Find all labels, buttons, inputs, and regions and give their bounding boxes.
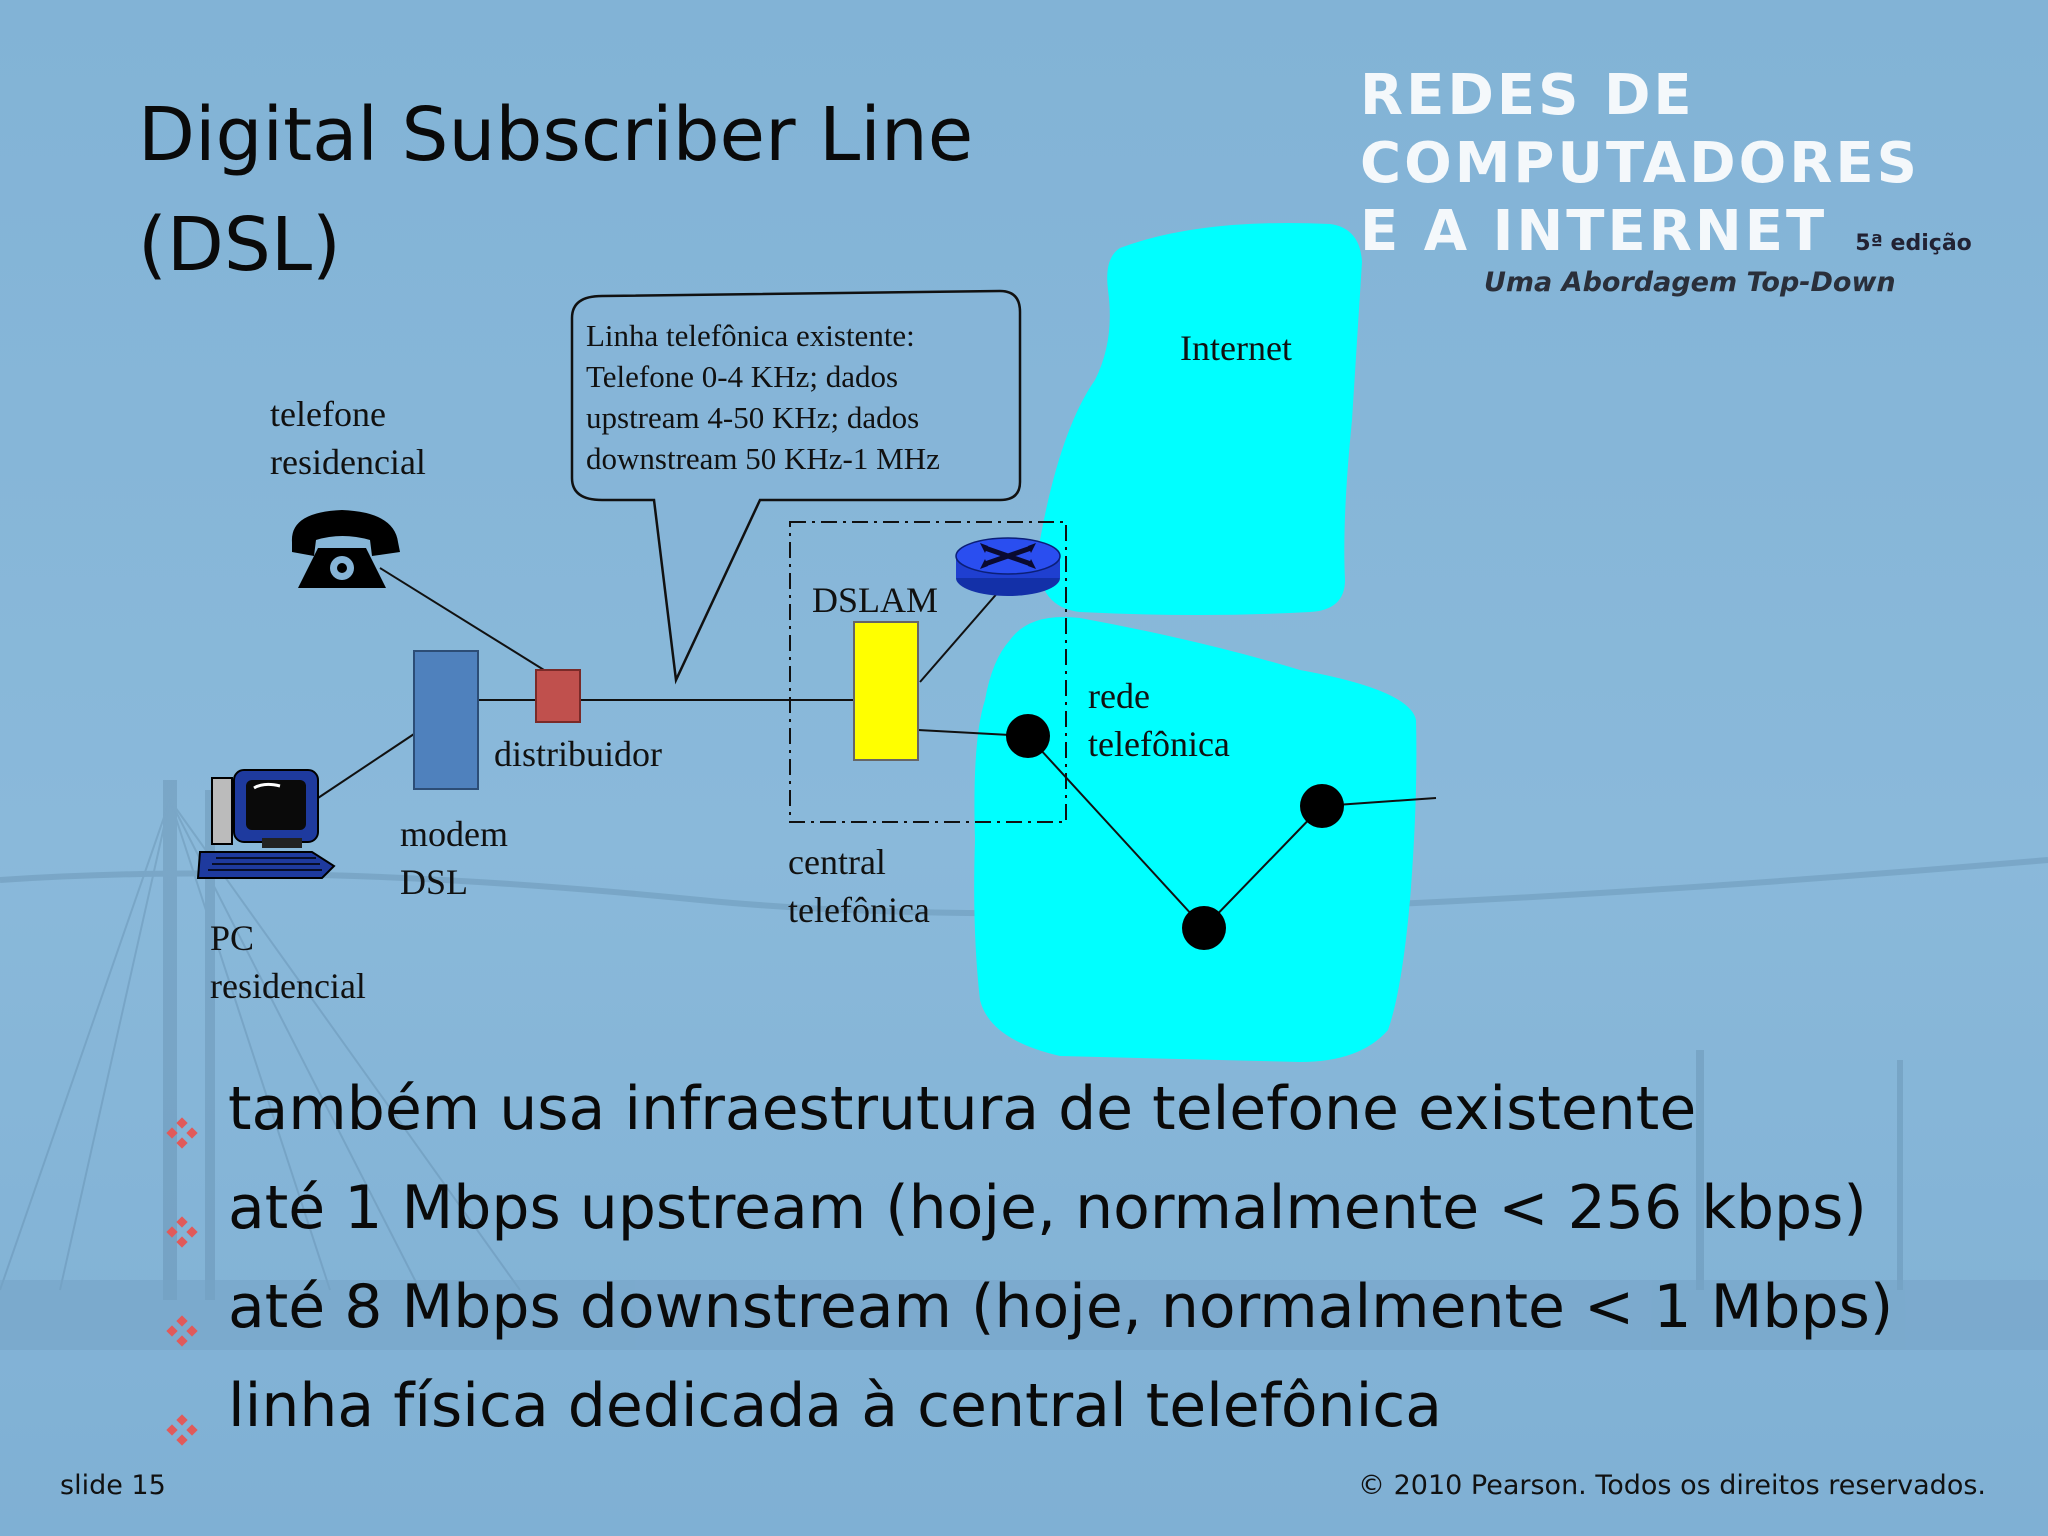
bullet-text: até 8 Mbps downstream (hoje, normalmente… — [228, 1262, 1893, 1352]
network-node — [1182, 906, 1226, 950]
pc-label-line1: PC — [210, 914, 366, 962]
network-node — [1300, 784, 1344, 828]
internet-label: Internet — [1180, 324, 1292, 372]
bullet-text: até 1 Mbps upstream (hoje, normalmente <… — [228, 1163, 1867, 1253]
copyright-notice: © 2010 Pearson. Todos os direitos reserv… — [1358, 1470, 1986, 1501]
telephone-label-line1: telefone — [270, 390, 426, 438]
slide-number: slide 15 — [60, 1470, 166, 1501]
line-pc-modem — [318, 734, 414, 798]
dslam — [854, 622, 918, 760]
central-office-label-line1: central — [788, 838, 930, 886]
internet-cloud — [1038, 223, 1362, 615]
dsl-modem — [414, 651, 478, 789]
bullet-item: até 8 Mbps downstream (hoje, normalmente… — [166, 1262, 2026, 1361]
diamond-bullet-icon — [166, 1064, 228, 1174]
callout-line: downstream 50 KHz-1 MHz — [586, 438, 940, 479]
diamond-bullet-icon — [166, 1163, 228, 1273]
modem-label: modem DSL — [400, 810, 508, 906]
diamond-bullet-icon — [166, 1361, 228, 1471]
pc-label-line2: residencial — [210, 962, 366, 1010]
bullet-text: também usa infraestrutura de telefone ex… — [228, 1064, 1696, 1154]
central-office-label: central telefônica — [788, 838, 930, 934]
pc-label: PC residencial — [210, 914, 366, 1010]
router-icon — [956, 538, 1060, 596]
bullet-item: também usa infraestrutura de telefone ex… — [166, 1064, 2026, 1163]
bullet-item: até 1 Mbps upstream (hoje, normalmente <… — [166, 1163, 2026, 1262]
diamond-bullet-icon — [166, 1262, 228, 1372]
bullet-item: linha física dedicada à central telefôni… — [166, 1361, 2026, 1460]
telephone-network-label-line1: rede — [1088, 672, 1230, 720]
callout-line: Linha telefônica existente: — [586, 315, 940, 356]
telephone-label-line2: residencial — [270, 438, 426, 486]
network-node — [1006, 714, 1050, 758]
telephone-label: telefone residencial — [270, 390, 426, 486]
telephone-network-label: rede telefônica — [1088, 672, 1230, 768]
callout-line: upstream 4-50 KHz; dados — [586, 397, 940, 438]
modem-label-line1: modem — [400, 810, 508, 858]
central-office-label-line2: telefônica — [788, 886, 930, 934]
bullet-list: também usa infraestrutura de telefone ex… — [166, 1064, 2026, 1460]
callout-line: Telefone 0-4 KHz; dados — [586, 356, 940, 397]
telephone-icon — [292, 510, 400, 588]
computer-icon — [198, 770, 334, 878]
telephone-network-label-line2: telefônica — [1088, 720, 1230, 768]
bullet-text: linha física dedicada à central telefôni… — [228, 1361, 1442, 1451]
dslam-label: DSLAM — [812, 576, 938, 624]
callout-text: Linha telefônica existente: Telefone 0-4… — [586, 315, 940, 479]
splitter — [536, 670, 580, 722]
splitter-label: distribuidor — [494, 730, 662, 778]
modem-label-line2: DSL — [400, 858, 508, 906]
